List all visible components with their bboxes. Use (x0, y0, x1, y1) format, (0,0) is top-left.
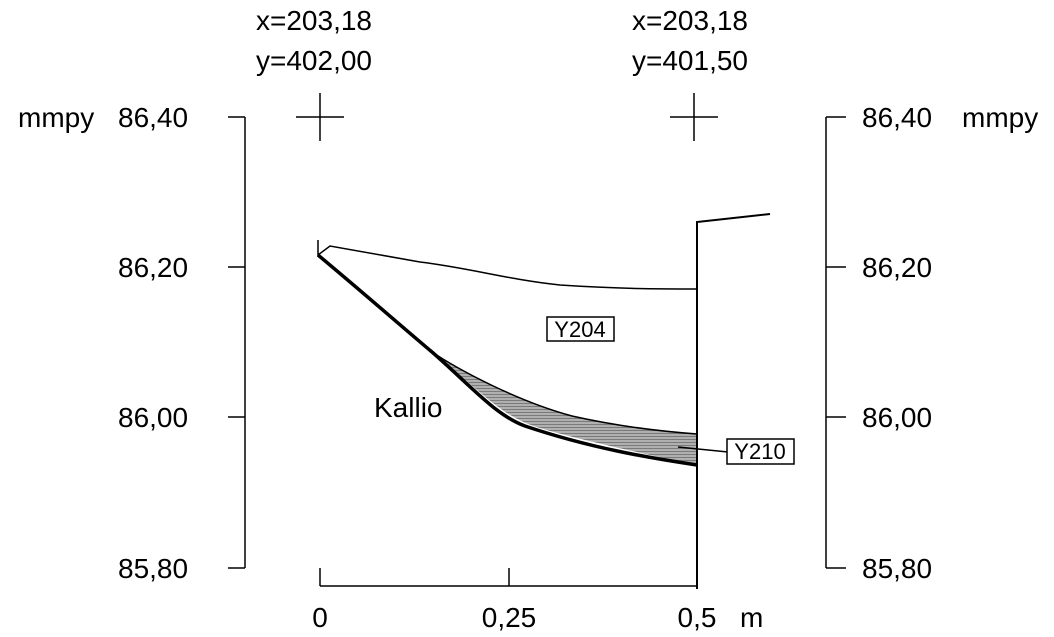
right-tick-label: 86,00 (862, 402, 932, 433)
bottom-tick-label: 0 (312, 602, 328, 633)
y204-label: Y204 (554, 317, 605, 342)
right-axis: 86,40 mmpy 86,20 86,00 85,80 (825, 102, 1038, 584)
bedrock-surface-line (316, 253, 698, 467)
right-coord-y: y=401,50 (632, 45, 748, 76)
y210-label-box (726, 438, 795, 465)
y210-label: Y210 (734, 439, 785, 464)
y204-label-box (546, 316, 615, 342)
y210-leader-line (677, 446, 729, 453)
kallio-label: Kallio (374, 392, 442, 423)
left-axis-unit: mmpy (18, 102, 94, 133)
right-coord-x: x=203,18 (632, 5, 748, 36)
bottom-axis-unit: m (740, 602, 763, 633)
right-tick-label: 86,40 (862, 102, 932, 133)
bottom-tick-label: 0,5 (678, 602, 717, 633)
right-tick-label: 86,20 (862, 252, 932, 283)
left-coord-x: x=203,18 (256, 5, 372, 36)
left-crosshair-icon (296, 93, 344, 141)
bottom-tick-label: 0,25 (482, 602, 537, 633)
excavation-wall-line (696, 213, 771, 589)
left-tick-label: 85,80 (118, 553, 188, 584)
y210-layer (432, 352, 697, 465)
right-axis-unit: mmpy (962, 102, 1038, 133)
left-axis: mmpy 86,40 86,20 86,00 85,80 (18, 102, 246, 584)
left-coord-y: y=402,00 (256, 45, 372, 76)
left-tick-label: 86,40 (118, 102, 188, 133)
left-tick-label: 86,00 (118, 402, 188, 433)
ground-surface-line (317, 240, 698, 290)
right-crosshair-icon (670, 93, 718, 141)
bottom-axis: 0 0,25 0,5 m (312, 568, 763, 633)
y210-top-line (431, 351, 698, 435)
right-tick-label: 85,80 (862, 553, 932, 584)
left-tick-label: 86,20 (118, 252, 188, 283)
